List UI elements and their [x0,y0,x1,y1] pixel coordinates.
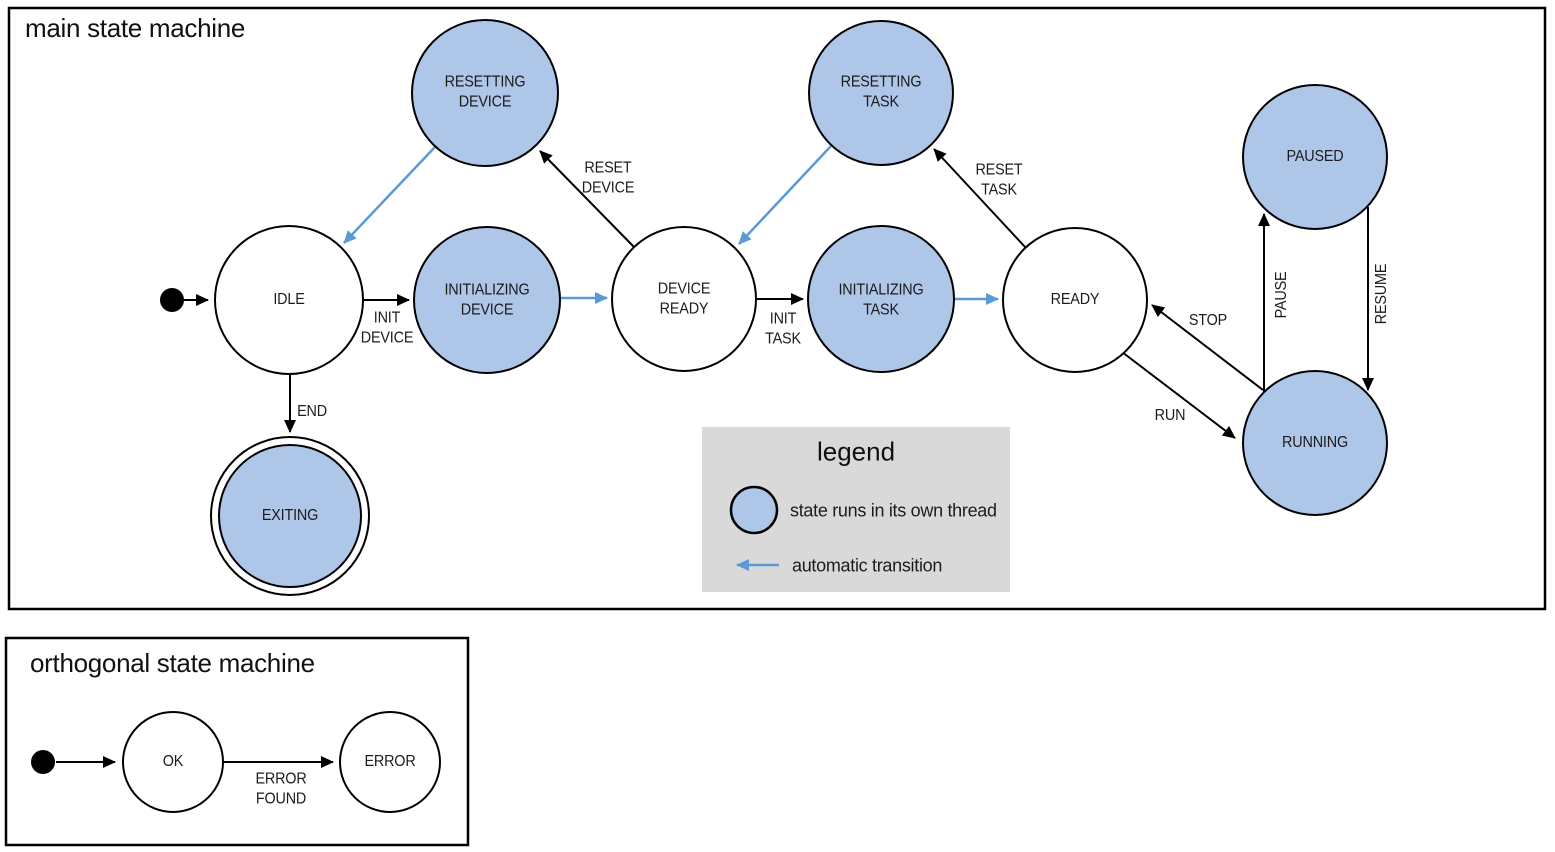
transition-label-init-task: INIT TASK [765,310,801,347]
state-label-initializing-device: INITIALIZING DEVICE [444,281,530,318]
transition-label-error-found: ERROR FOUND [255,770,307,807]
main-machine-title: main state machine [25,13,246,43]
state-label-running: RUNNING [1282,434,1348,452]
transition-label-pause: PAUSE [1273,271,1291,319]
state-label-paused: PAUSED [1286,148,1344,166]
state-label-ok: OK [162,753,184,771]
transition-arrow-reset-task [933,148,1027,249]
transition-label-reset-device: RESET DEVICE [581,159,635,196]
transition-arrow-reset-device [539,150,635,248]
orthogonal-machine-frame [4,636,470,847]
transition-label-run: RUN [1154,407,1186,425]
state-label-initializing-task: INITIALIZING TASK [838,281,924,318]
state-ok [122,711,224,813]
legend-item-threaded-state: state runs in its own thread [790,500,997,521]
legend-item-automatic-transition: automatic transition [792,555,943,576]
main-machine-frame [7,6,1547,611]
state-label-device-ready: DEVICE READY [657,280,711,317]
transition-arrow-run [1121,351,1236,439]
state-label-resetting-task: RESETTING TASK [840,73,922,110]
orthogonal-machine-title: orthogonal state machine [30,648,315,678]
state-label-resetting-device: RESETTING DEVICE [444,73,526,110]
initial-state-dot [160,288,184,312]
transition-label-init-device: INIT DEVICE [360,309,414,346]
transition-label-reset-task: RESET TASK [975,161,1023,198]
state-initializing-task [807,225,955,373]
state-label-ready: READY [1050,291,1100,309]
transition-label-end: END [297,403,327,421]
state-running [1242,370,1388,516]
legend-title: legend [816,436,896,467]
state-ready [1002,227,1148,373]
legend-threaded-state-swatch [729,485,779,535]
auto-transition-arrow-resetting-device-to-idle [343,146,436,244]
state-idle [214,225,364,375]
state-resetting-task [808,20,954,166]
state-device-ready [611,226,757,372]
state-label-idle: IDLE [273,291,305,309]
state-label-exiting: EXITING [261,507,319,525]
state-initializing-device [413,226,561,374]
transition-arrow-stop [1151,304,1264,391]
transition-label-resume: RESUME [1373,263,1391,325]
state-label-error: ERROR [364,753,416,771]
state-resetting-device [411,19,559,167]
initial-state-dot-orthogonal [31,750,55,774]
auto-transition-arrow-resetting-task-to-device-ready [738,145,832,245]
state-exiting [218,444,362,588]
state-error [339,711,441,813]
transition-label-stop: STOP [1188,312,1228,330]
state-paused [1242,84,1388,230]
